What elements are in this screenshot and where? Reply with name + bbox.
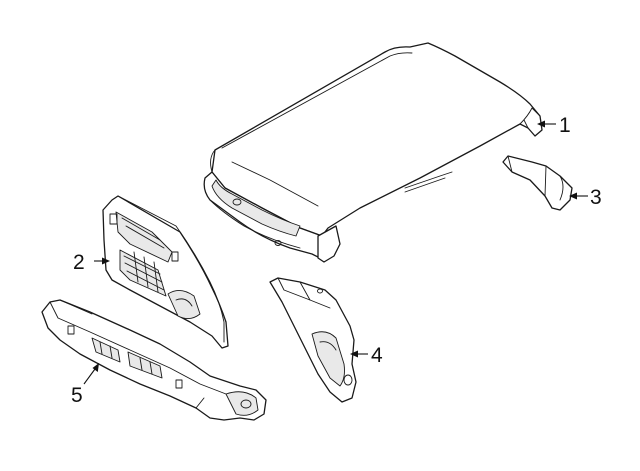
callout-5: 5: [71, 363, 99, 407]
callout-label-5: 5: [71, 384, 83, 407]
callout-1: 1: [537, 114, 571, 137]
part-1-cover: [203, 42, 543, 263]
part-2-side-panel: [102, 195, 229, 349]
callout-label-3: 3: [590, 186, 602, 209]
part-4-curved-bracket: [269, 277, 357, 403]
part-3-bracket: [502, 155, 573, 211]
callout-label-1: 1: [559, 114, 571, 137]
callout-4: 4: [350, 344, 383, 367]
callout-3: 3: [569, 186, 602, 209]
callout-label-2: 2: [73, 251, 85, 274]
part-5-lower-rail: [41, 299, 267, 421]
callout-2: 2: [73, 251, 110, 274]
callout-label-4: 4: [371, 344, 383, 367]
